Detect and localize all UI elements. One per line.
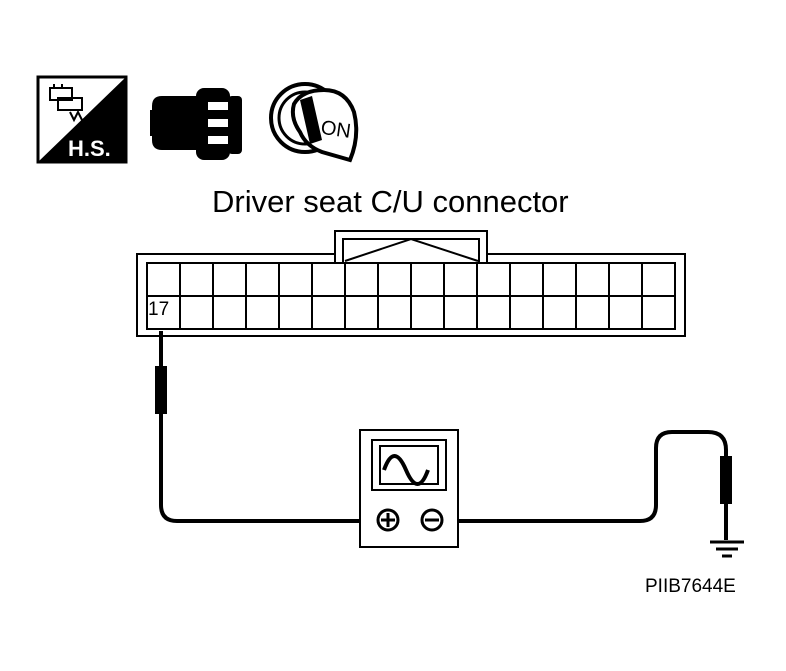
connector-title: Driver seat C/U connector [212,184,569,219]
oscilloscope-tester [359,429,459,548]
ignition-on-label: ON [319,117,352,143]
ground-symbol [710,540,744,558]
test-wiring [155,331,732,540]
connector-cavity [641,295,676,330]
ignition-key-on-icon: ON [269,82,359,163]
connector-cavity-grid [146,262,676,330]
driver-seat-connector [136,230,686,337]
pin-number-label: 17 [148,299,170,320]
waveform-icon [382,454,430,486]
harness-service-icon: H.S. [36,75,128,164]
hs-label: H.S. [68,136,111,161]
connector-plug-icon [150,88,242,160]
negative-terminal-icon [420,508,444,532]
positive-terminal-icon [376,508,400,532]
reference-code: PIIB7644E [645,576,736,597]
